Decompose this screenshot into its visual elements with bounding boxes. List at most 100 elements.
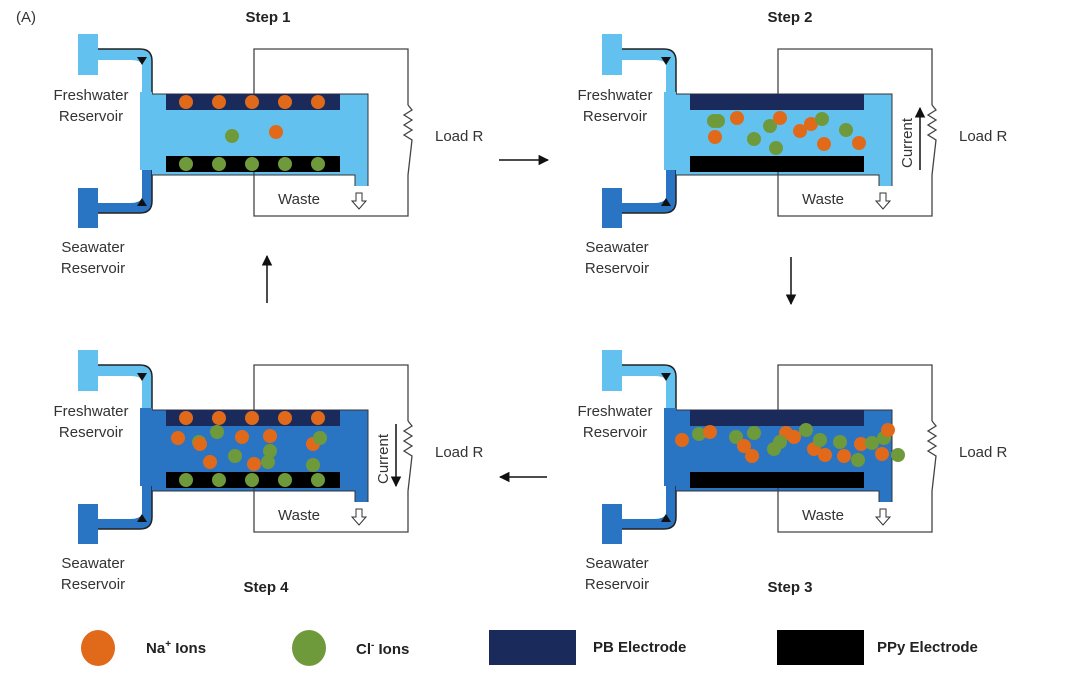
legend-na-swatch	[81, 630, 115, 666]
legend-pb-swatch	[489, 630, 576, 665]
channel-outline-bottom	[98, 482, 153, 530]
step-4-title: Step 4	[243, 579, 289, 596]
valve-up-icon	[661, 198, 671, 206]
na-ion	[817, 137, 831, 151]
circuit-wire-bottom	[253, 172, 409, 217]
cl-ion	[729, 430, 743, 444]
resistor-icon	[402, 104, 414, 176]
resistor-icon	[402, 420, 414, 492]
na-ion	[171, 431, 185, 445]
cell-outline-bottom	[152, 490, 356, 502]
waste-arrow-icon	[350, 192, 368, 210]
waste-arrow-icon	[874, 192, 892, 210]
na-ion	[708, 130, 722, 144]
channel-outline-bottom	[622, 166, 677, 214]
cl-ion	[747, 132, 761, 146]
na-ion	[804, 117, 818, 131]
load-label: Load R	[435, 128, 484, 145]
valve-up-icon	[137, 514, 147, 522]
cl-ion	[813, 433, 827, 447]
cl-ion	[839, 123, 853, 137]
cl-ion	[212, 157, 226, 171]
na-ion	[245, 95, 259, 109]
na-ion	[730, 111, 744, 125]
cell-outline-bottom	[676, 174, 880, 186]
figure-label: (A)	[16, 9, 36, 26]
circuit-wire-bottom	[777, 488, 933, 533]
legend: Na+ Ions Cl- Ions PB Electrode PPy Elect…	[81, 630, 978, 666]
na-ion	[703, 425, 717, 439]
cl-ion	[769, 141, 783, 155]
legend-cl-label: Cl- Ions	[356, 640, 409, 658]
cl-ion	[311, 473, 325, 487]
valve-down-icon	[661, 373, 671, 381]
cl-ion	[245, 157, 259, 171]
waste-arrow-icon	[350, 508, 368, 526]
channel-outline-top	[622, 364, 677, 412]
na-ion	[793, 124, 807, 138]
na-ion	[311, 411, 325, 425]
cl-ion	[799, 423, 813, 437]
current-label: Current	[375, 433, 392, 484]
cl-ion	[692, 427, 706, 441]
pb-electrode	[690, 94, 864, 110]
na-ion	[773, 111, 787, 125]
circuit-wire-top	[253, 364, 409, 421]
cl-ion	[763, 119, 777, 133]
waste-arrow-icon	[874, 508, 892, 526]
na-ion	[245, 411, 259, 425]
ppy-electrode	[690, 472, 864, 488]
valve-down-icon	[137, 373, 147, 381]
na-ion	[212, 95, 226, 109]
cl-ion	[773, 435, 787, 449]
valve-up-icon	[661, 514, 671, 522]
cl-ion	[707, 114, 721, 128]
na-ion	[875, 447, 889, 461]
cl-ion	[212, 473, 226, 487]
circuit-wire-top	[253, 48, 409, 105]
valve-up-icon	[137, 198, 147, 206]
resistor-icon	[926, 420, 938, 492]
seawater-reservoir	[602, 166, 676, 228]
channel-outline-bottom	[98, 166, 153, 214]
seawater-reservoir	[78, 482, 152, 544]
na-ion	[269, 125, 283, 139]
cl-ion	[865, 436, 879, 450]
legend-ppy-label: PPy Electrode	[877, 639, 978, 656]
na-ion	[787, 430, 801, 444]
cl-ion	[210, 425, 224, 439]
cl-ion	[891, 448, 905, 462]
cl-ion	[179, 473, 193, 487]
legend-pb-label: PB Electrode	[593, 639, 686, 656]
na-ion	[179, 95, 193, 109]
na-ion	[854, 437, 868, 451]
waste-label: Waste	[802, 507, 844, 524]
channel-outline-top	[98, 364, 153, 412]
current-label: Current	[899, 117, 916, 168]
na-ion	[203, 455, 217, 469]
na-ion	[247, 457, 261, 471]
valve-down-icon	[137, 57, 147, 65]
na-ion	[278, 411, 292, 425]
channel-outline-top	[622, 48, 677, 96]
circuit-wire-bottom	[777, 172, 933, 217]
cl-ion	[278, 473, 292, 487]
cl-ion	[747, 426, 761, 440]
na-ion	[193, 437, 207, 451]
circuit-wire-top	[777, 48, 933, 105]
na-ion	[675, 433, 689, 447]
cl-ion	[261, 455, 275, 469]
na-ion	[212, 411, 226, 425]
waste-label: Waste	[802, 191, 844, 208]
step-1-title: Step 1	[245, 9, 290, 26]
cl-ion	[245, 473, 259, 487]
load-label: Load R	[959, 128, 1008, 145]
